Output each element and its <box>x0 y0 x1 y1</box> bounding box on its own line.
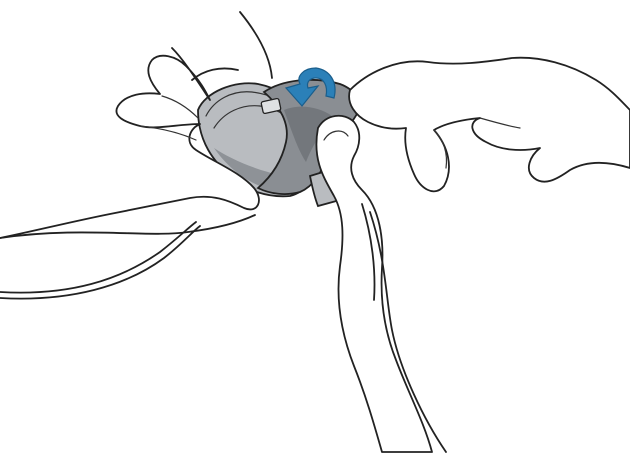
left-hand-top-contour <box>240 12 272 78</box>
left-hand-finger-crease <box>162 96 198 118</box>
left-hand-thumb <box>192 68 238 80</box>
earphone-cable-lower2 <box>0 226 200 299</box>
right-hand <box>349 58 630 192</box>
